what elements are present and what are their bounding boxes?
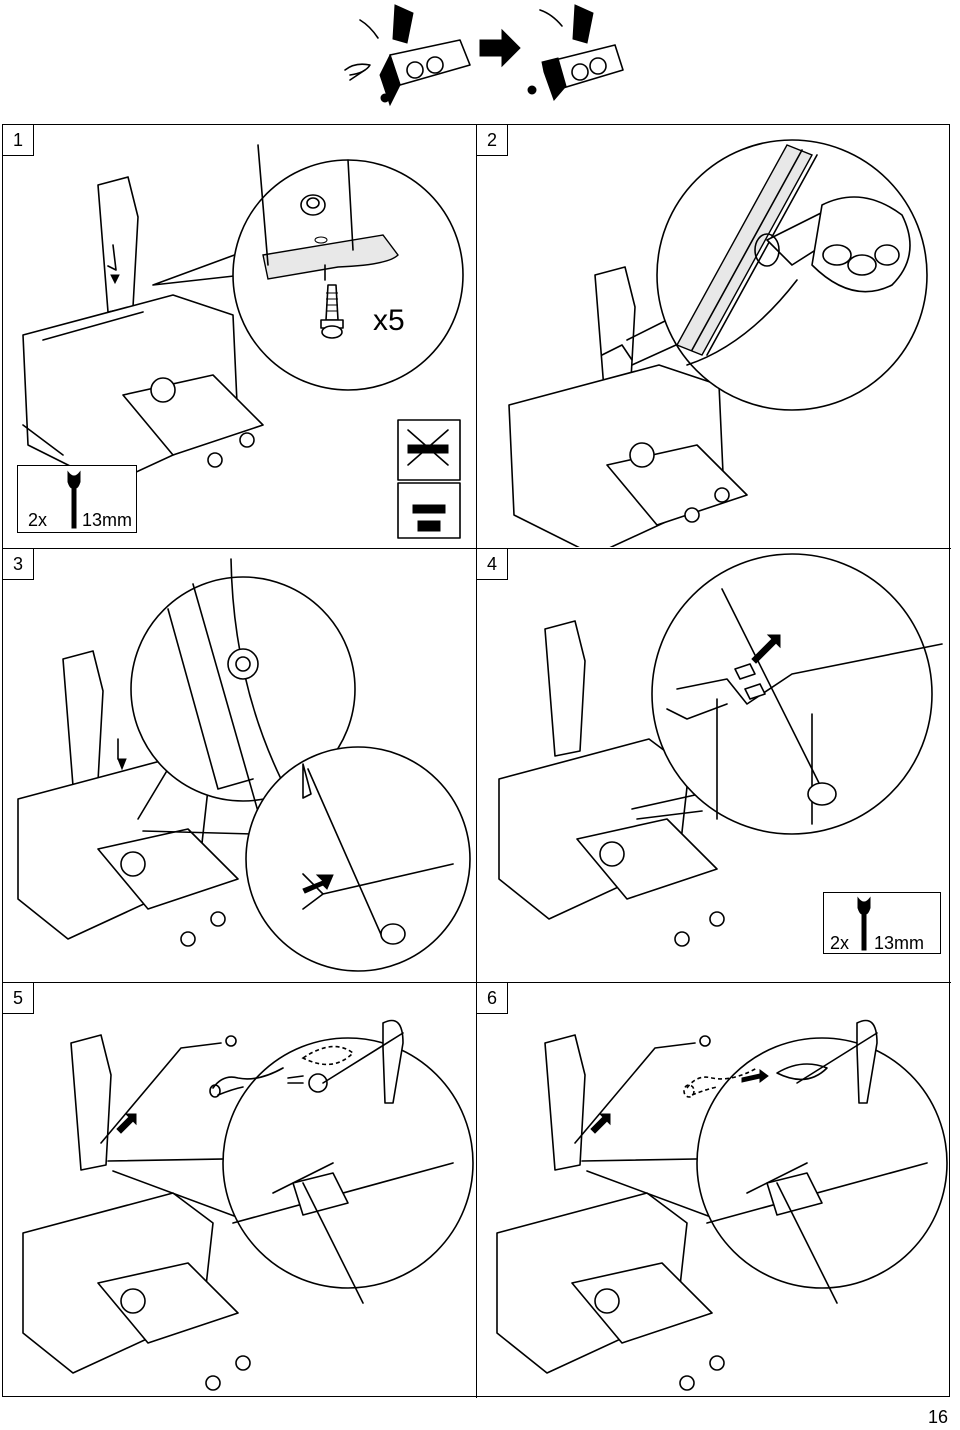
step-panel-2: 2 [477,125,951,549]
wrench-quantity: 2x [830,933,850,953]
hairpin-clip-icon [683,1067,758,1098]
step-number: 6 [477,983,508,1014]
step-number: 2 [477,125,508,156]
step-panel-5: 5 [3,983,477,1398]
step-1-illustration: x5 [22,144,464,539]
wrench-quantity: 2x [28,510,48,530]
step-number: 1 [3,125,34,156]
step-number: 4 [477,549,508,580]
step-6-illustration [496,1019,948,1391]
instruction-grid: 1 [2,124,951,1398]
bolt-icon [320,284,344,339]
header-overview [330,0,630,110]
snowthrower-after-icon [527,4,624,101]
wrench-tool-box: 2x 13mm [17,465,137,533]
arrow-right-icon [479,28,521,68]
page-number: 16 [927,1407,948,1427]
step-5-illustration [22,1019,474,1391]
bolt-quantity: x5 [373,304,405,337]
wrench-size: 13mm [82,510,133,530]
wrench-size: 13mm [874,933,925,953]
step-3-illustration [17,558,471,972]
step-panel-3: 3 [3,549,477,983]
pliers-icon [766,196,911,293]
down-arrow-icon [116,1113,137,1134]
right-arrow-icon [741,1069,769,1083]
step-panel-6: 6 [477,983,951,1398]
step-panel-1: 1 [3,125,477,549]
step-number: 3 [3,549,34,580]
step-number: 5 [3,983,34,1014]
right-arrow-icon [302,874,334,894]
down-arrow-icon [117,758,127,771]
wrench-icon [857,896,871,951]
down-arrow-icon [751,634,781,664]
wrench-icon [67,470,81,529]
down-arrow-icon [590,1113,611,1134]
overview-illustration [344,4,624,107]
step-4-illustration [498,553,943,947]
wrench-tool-box: 2x 13mm [823,892,941,954]
step-2-illustration [508,139,928,547]
snowthrower-before-icon [344,4,471,107]
step-panel-4: 4 2x 13mm [477,549,951,983]
hairpin-clip-icon [209,1067,284,1098]
